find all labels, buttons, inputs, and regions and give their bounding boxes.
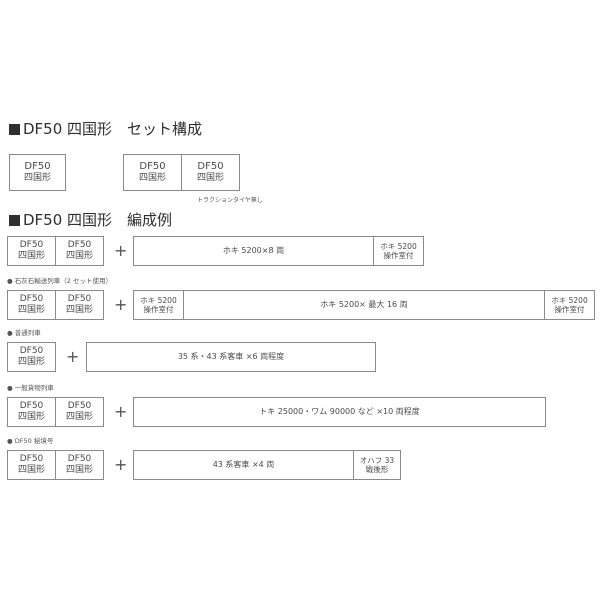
unit-label: DF50: [139, 160, 166, 172]
unit-label: DF50: [19, 239, 44, 250]
cab-label: ホキ 5200: [380, 241, 417, 251]
unit-label: DF50: [67, 239, 92, 250]
cab-sub-label: 戦後形: [365, 465, 389, 474]
unit-label: DF50: [19, 345, 44, 356]
cab-label: ホキ 5200: [551, 295, 588, 305]
unit-label: DF50: [197, 160, 224, 172]
unit-type-label: 四国形: [65, 465, 93, 475]
unit-type-label: 四国形: [65, 251, 93, 261]
df50-unit-traction-2: DF50 四国形: [181, 154, 240, 191]
unit-label: DF50: [19, 453, 44, 464]
unit-type-label: 四国形: [17, 357, 45, 367]
unit-label: DF50: [67, 293, 92, 304]
unit-label: DF50: [19, 400, 44, 411]
car-label: ホキ 5200× 最大 16 両: [320, 300, 408, 309]
passenger-car-block: 43 系客車 ×4 両: [133, 450, 354, 480]
unit-type-label: 四国形: [17, 465, 45, 475]
passenger-car-block: 35 系・43 系客車 ×6 両程度: [86, 342, 376, 372]
formation-title: DF50 四国形 編成例: [23, 211, 173, 229]
plus-sign: +: [114, 241, 128, 260]
car-label: ホキ 5200×8 両: [222, 246, 285, 255]
row-caption: ● 一般貨物列車: [7, 384, 54, 392]
freight-car-block: ホキ 5200×8 両: [133, 236, 374, 266]
car-label: 35 系・43 系客車 ×6 両程度: [177, 352, 285, 361]
freight-car-block: トキ 25000・ワム 90000 など ×10 両程度: [133, 397, 546, 427]
plus-sign: +: [114, 402, 128, 421]
unit-type-label: 四国形: [196, 173, 224, 184]
formation-heading: DF50 四国形 編成例: [9, 211, 172, 229]
unit-label: DF50: [67, 400, 92, 411]
plus-sign: +: [114, 455, 128, 474]
row-caption: ● 普通列車: [7, 329, 41, 337]
df50-unit-traction-1: DF50 四国形: [123, 154, 182, 191]
unit-label: DF50: [24, 160, 51, 172]
car-label: 43 系客車 ×4 両: [212, 460, 275, 469]
car-label: トキ 25000・ワム 90000 など ×10 両程度: [259, 407, 420, 416]
row-caption: ● 石灰石輸送列車（2 セット使用）: [7, 277, 112, 285]
row-caption: ● DF50 秘境号: [7, 437, 54, 445]
cab-label: オハフ 33: [359, 455, 395, 465]
unit-type-label: 四国形: [65, 412, 93, 422]
unit-type-label: 四国形: [138, 173, 166, 184]
unit-type-label: 四国形: [65, 305, 93, 315]
unit-label: DF50: [67, 453, 92, 464]
heading-square-marker: [9, 215, 20, 226]
cab-sub-label: 操作室付: [554, 305, 585, 314]
set-composition-title: DF50 四国形 セット構成: [23, 120, 203, 138]
cab-label: ホキ 5200: [140, 295, 177, 305]
traction-tire-note: トラクションタイヤ無し: [197, 197, 263, 204]
unit-type-label: 四国形: [17, 251, 45, 261]
plus-sign: +: [66, 347, 80, 366]
set-composition-heading: DF50 四国形 セット構成: [9, 120, 202, 138]
freight-car-block: ホキ 5200× 最大 16 両: [183, 290, 545, 320]
cab-sub-label: 操作室付: [143, 305, 174, 314]
cab-sub-label: 操作室付: [383, 251, 414, 260]
unit-type-label: 四国形: [23, 173, 51, 184]
plus-sign: +: [114, 295, 128, 314]
df50-unit-single: DF50 四国形: [9, 154, 66, 191]
unit-label: DF50: [19, 293, 44, 304]
unit-type-label: 四国形: [17, 305, 45, 315]
heading-square-marker: [9, 124, 20, 135]
unit-type-label: 四国形: [17, 412, 45, 422]
